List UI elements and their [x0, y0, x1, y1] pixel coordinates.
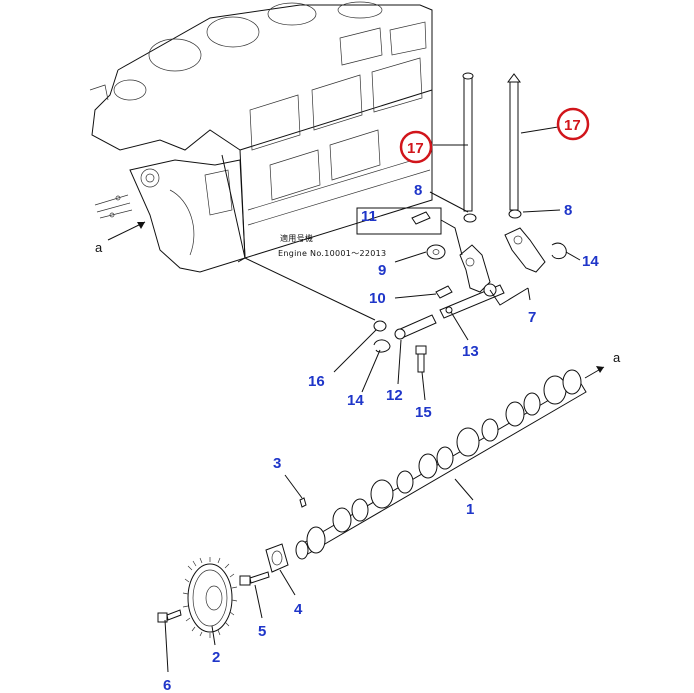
ref-label-a-left: a [95, 240, 103, 255]
callout-8-right[interactable]: 8 [564, 202, 572, 219]
callout-14-left[interactable]: 14 [347, 392, 364, 409]
callout-3[interactable]: 3 [273, 455, 281, 472]
callout-17-right[interactable]: 17 [564, 117, 581, 134]
cam-gear [182, 557, 238, 638]
callout-8-left[interactable]: 8 [414, 182, 422, 199]
callout-17-left[interactable]: 17 [407, 140, 424, 157]
key-pin [299, 497, 307, 508]
callout-2[interactable]: 2 [212, 649, 220, 666]
callout-1[interactable]: 1 [466, 501, 474, 518]
applicability-note-line2: Engine No.10001〜22013 [278, 249, 386, 258]
callout-9[interactable]: 9 [378, 262, 386, 279]
callout-6[interactable]: 6 [163, 677, 171, 693]
callout-5[interactable]: 5 [258, 623, 266, 640]
thrust-plate [265, 543, 289, 573]
callout-12[interactable]: 12 [386, 387, 403, 404]
camshaft [295, 366, 605, 560]
callout-11[interactable]: 11 [361, 208, 377, 225]
callout-7[interactable]: 7 [528, 309, 536, 326]
leader-lines [164, 126, 581, 673]
applicability-note-line1: 適用号機 [280, 233, 313, 243]
callout-14-right[interactable]: 14 [582, 253, 599, 270]
highlight-ring-17-right [556, 107, 590, 141]
push-rods [462, 72, 521, 212]
rocker-assembly [356, 207, 567, 373]
front-bolt [157, 609, 182, 623]
highlight-ring-17-left [399, 130, 433, 164]
ref-label-a-right: a [613, 350, 621, 365]
engine-block [89, 1, 433, 273]
callout-4[interactable]: 4 [294, 601, 303, 618]
gear-bolt [239, 571, 270, 586]
callout-15[interactable]: 15 [415, 404, 432, 421]
callout-16[interactable]: 16 [308, 373, 325, 390]
callout-13[interactable]: 13 [462, 343, 479, 360]
leader-line-block [221, 154, 376, 321]
callout-10[interactable]: 10 [369, 290, 386, 307]
